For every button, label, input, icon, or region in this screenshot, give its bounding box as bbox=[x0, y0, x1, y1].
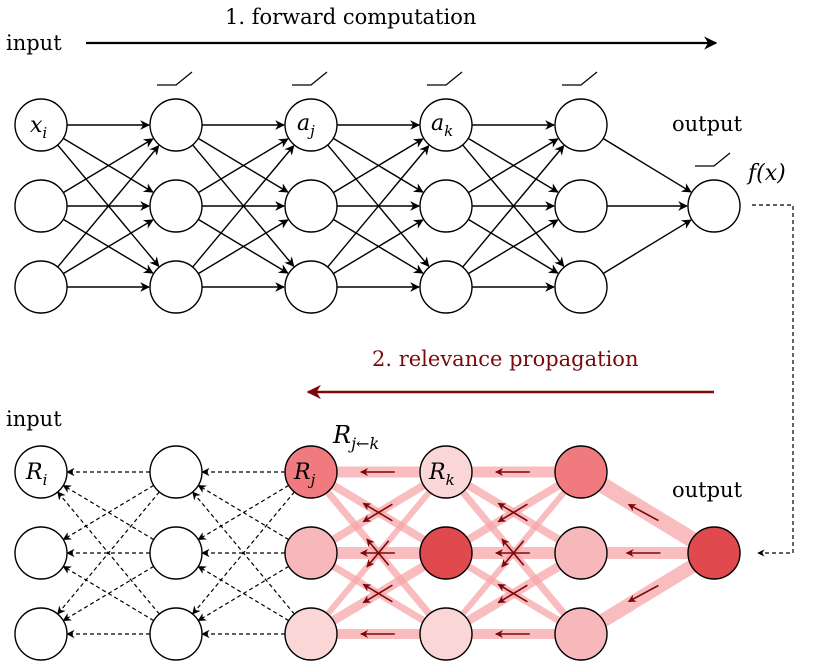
output-connector bbox=[752, 204, 794, 557]
neuron bbox=[284, 98, 338, 152]
relevance-arrow bbox=[501, 540, 525, 568]
neuron bbox=[554, 260, 608, 314]
relevance-arrow bbox=[501, 538, 525, 566]
relu-icon bbox=[157, 71, 193, 86]
relevance-arrows bbox=[360, 468, 661, 638]
top-output-label: output bbox=[672, 112, 743, 136]
node-label-a-k: ak bbox=[431, 111, 453, 140]
relu-icon bbox=[292, 71, 328, 86]
node-label-a-j: aj bbox=[297, 111, 315, 140]
neuron bbox=[284, 179, 338, 233]
output-neuron bbox=[687, 179, 741, 233]
bottom-input-label: input bbox=[6, 407, 62, 431]
message-label-r-j-k: Rj←k bbox=[332, 421, 379, 453]
relevance-neuron bbox=[149, 526, 203, 580]
inactive-edge bbox=[62, 565, 155, 622]
relevance-arrow bbox=[497, 584, 528, 604]
relu-icon bbox=[695, 152, 731, 167]
forward-edge bbox=[197, 138, 289, 194]
relevance-arrow bbox=[366, 540, 390, 568]
relevance-neuron bbox=[14, 607, 68, 661]
neuron bbox=[554, 98, 608, 152]
relevance-arrow bbox=[362, 584, 393, 604]
neuron bbox=[149, 260, 203, 314]
relevance-neuron bbox=[419, 445, 473, 499]
forward-edge bbox=[62, 219, 154, 275]
forward-edge bbox=[467, 138, 559, 194]
relu-icon bbox=[427, 71, 463, 86]
output-relevance-neuron bbox=[687, 526, 741, 580]
inactive-edges bbox=[57, 467, 295, 639]
forward-edge bbox=[192, 144, 295, 268]
inactive-edge bbox=[62, 484, 155, 541]
forward-nodes bbox=[14, 98, 741, 314]
inactive-edge bbox=[192, 491, 295, 615]
neuron bbox=[149, 179, 203, 233]
forward-edge bbox=[602, 219, 692, 275]
top-input-label: input bbox=[6, 31, 62, 55]
relevance-neuron bbox=[14, 445, 68, 499]
relevance-arrow bbox=[362, 503, 393, 523]
relevance-arrow bbox=[627, 503, 659, 522]
forward-edge bbox=[62, 138, 154, 194]
relevance-neuron bbox=[554, 607, 608, 661]
relevance-neuron bbox=[149, 445, 203, 499]
relevance-neuron bbox=[284, 607, 338, 661]
forward-edges bbox=[57, 120, 692, 292]
activation-icons bbox=[157, 71, 731, 167]
relevance-arrow bbox=[497, 503, 528, 523]
forward-computation-label: 1. forward computation bbox=[225, 5, 476, 29]
forward-edge bbox=[332, 138, 424, 194]
relevance-propagation-label: 2. relevance propagation bbox=[372, 347, 638, 371]
relevance-neuron bbox=[419, 526, 473, 580]
relevance-neuron bbox=[284, 526, 338, 580]
relevance-nodes bbox=[14, 445, 741, 661]
relevance-neuron bbox=[554, 526, 608, 580]
node-label-r-j: Rj bbox=[293, 460, 316, 489]
forward-edge bbox=[467, 219, 559, 275]
forward-edge bbox=[602, 137, 692, 193]
relevance-neuron bbox=[149, 607, 203, 661]
relevance-neuron bbox=[554, 445, 608, 499]
relevance-arrow bbox=[627, 584, 659, 603]
neuron bbox=[419, 260, 473, 314]
node-label-r-k: Rk bbox=[428, 460, 455, 489]
neuron bbox=[14, 98, 68, 152]
forward-edge bbox=[57, 144, 160, 268]
forward-edge bbox=[462, 144, 565, 268]
forward-edge bbox=[197, 219, 289, 275]
inactive-edge bbox=[197, 565, 290, 622]
forward-edge bbox=[332, 219, 424, 275]
relevance-arrow bbox=[366, 538, 390, 566]
neuron bbox=[554, 179, 608, 233]
inactive-edge bbox=[197, 484, 290, 541]
neuron bbox=[149, 98, 203, 152]
relevance-neuron bbox=[419, 607, 473, 661]
output-function-label: f(x) bbox=[746, 161, 786, 186]
bottom-output-label: output bbox=[672, 478, 743, 502]
inactive-edge bbox=[57, 491, 160, 615]
relevance-neuron bbox=[284, 445, 338, 499]
relu-icon bbox=[562, 71, 598, 86]
neuron bbox=[419, 98, 473, 152]
forward-edge bbox=[327, 144, 430, 268]
node-label-r-i: Ri bbox=[25, 460, 48, 489]
node-label-x-i: xi bbox=[30, 113, 47, 142]
neuron bbox=[14, 260, 68, 314]
neuron bbox=[419, 179, 473, 233]
relevance-neuron bbox=[14, 526, 68, 580]
neuron bbox=[14, 179, 68, 233]
neuron bbox=[284, 260, 338, 314]
